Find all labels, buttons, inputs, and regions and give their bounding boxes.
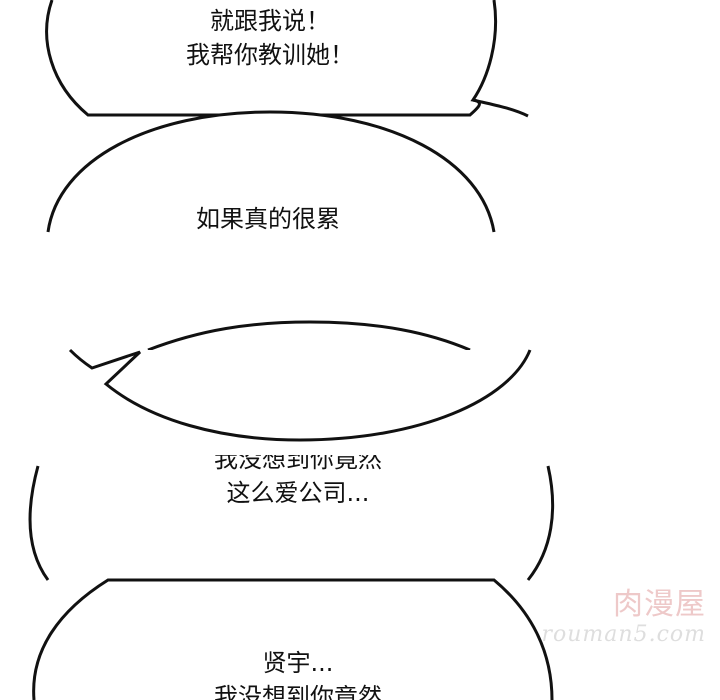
watermark-url: rouman5.com: [541, 622, 706, 647]
bubble-3-line-1: 我没想到你竟然: [214, 455, 382, 473]
bubble-2-line-1: 如果真的很累: [196, 205, 340, 233]
speech-bubble-4: [28, 465, 555, 581]
speech-bubble-3: [68, 320, 532, 442]
bubble-3-line-2: 这么爱公司...: [226, 479, 370, 507]
watermark: 肉漫屋 rouman5.com: [542, 588, 707, 648]
bubble-1-line-2: 我帮你教训她！: [186, 41, 354, 69]
speech-bubble-1: [45, 0, 529, 118]
speech-bubble-5: [32, 578, 554, 700]
bubble-4-line-1: 贤宇...: [262, 649, 334, 677]
watermark-logo: 肉漫屋: [613, 587, 706, 622]
speech-bubble-2: [46, 110, 496, 233]
bubble-3-text: 我没想到你竟然 这么爱公司...: [118, 455, 478, 521]
bubble-2-text: 如果真的很累: [88, 202, 448, 236]
bubble-4-text: 贤宇... 我没想到你竟然: [118, 646, 478, 700]
bubble-1-text: 就跟我说！ 我帮你教训她！: [90, 4, 450, 72]
bubble-1-line-1: 就跟我说！: [210, 7, 330, 35]
bubble-4-line-2: 我没想到你竟然: [214, 683, 382, 700]
